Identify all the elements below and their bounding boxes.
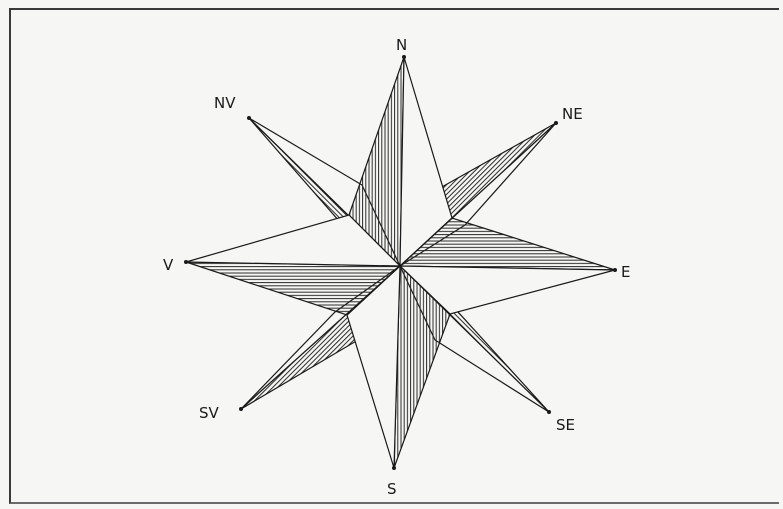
- label-southwest: SV: [199, 404, 220, 422]
- label-north: N: [396, 36, 407, 54]
- label-southeast: SE: [556, 416, 575, 434]
- label-northwest: NV: [214, 94, 236, 112]
- label-east: E: [621, 263, 630, 281]
- label-west: V: [163, 256, 174, 274]
- label-northeast: NE: [562, 105, 583, 123]
- label-south: S: [387, 480, 397, 498]
